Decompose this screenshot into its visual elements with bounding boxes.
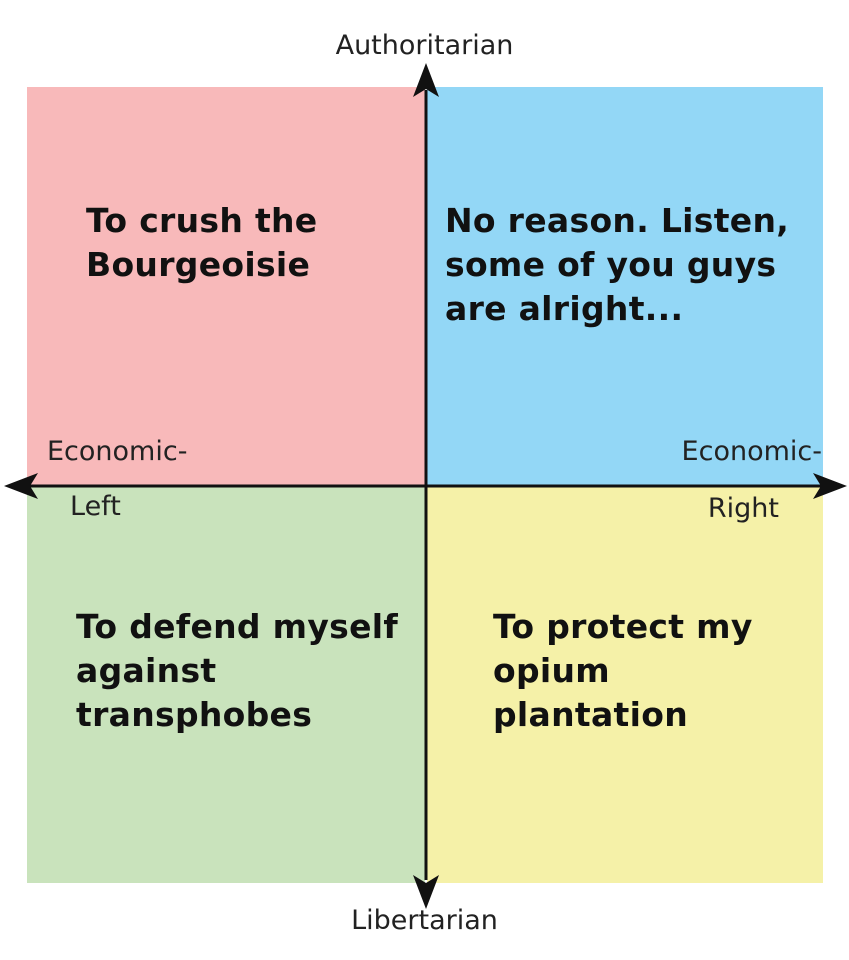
axis-label-libertarian: Libertarian — [351, 905, 498, 936]
axis-label-economic-left-line2: Left — [70, 491, 121, 522]
axis-label-economic-right-line1: Economic- — [681, 436, 822, 467]
axis-label-economic-left-line1: Economic- — [47, 436, 188, 467]
quadrant-lib-right-text: To protect my opium plantation — [493, 607, 753, 734]
axis-label-authoritarian: Authoritarian — [335, 30, 514, 61]
quadrant-auth-left-text: To crush the Bourgeoisie — [86, 201, 318, 284]
quadrant-auth-right: No reason. Listen, some of you guys are … — [427, 87, 823, 485]
axis-label-economic-right-line2: Right — [707, 493, 779, 524]
quadrant-auth-right-text: No reason. Listen, some of you guys are … — [445, 201, 790, 328]
arrow-left-icon — [4, 473, 38, 499]
quadrant-lib-right: To protect my opium plantation — [427, 487, 823, 883]
quadrant-lib-left-text: To defend myself against transphobes — [76, 607, 399, 734]
quadrant-auth-left: To crush the Bourgeoisie — [27, 87, 425, 485]
arrow-up-icon — [413, 63, 439, 97]
arrow-right-icon — [813, 473, 847, 499]
quadrant-lib-left: To defend myself against transphobes — [27, 487, 425, 883]
arrow-down-icon — [413, 875, 439, 909]
